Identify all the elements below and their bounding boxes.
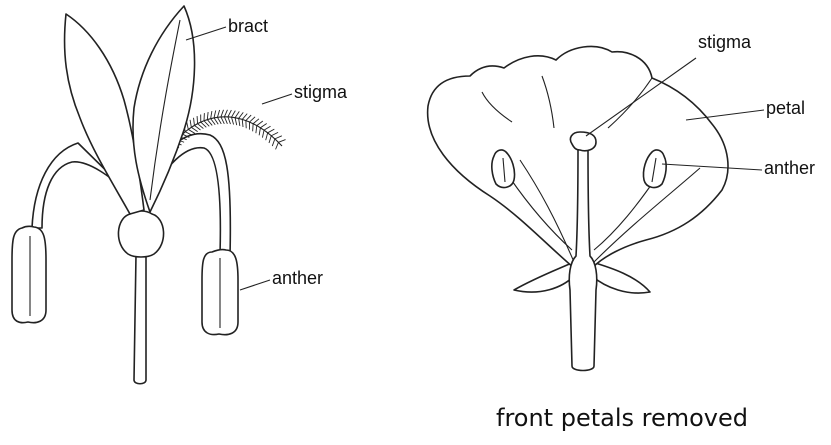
anther-label-line-left: [240, 280, 270, 290]
stigma-bristle: [239, 112, 244, 118]
stigma-bristle: [253, 119, 259, 124]
bract-label: bract: [228, 16, 268, 36]
stigma-bristle: [257, 121, 263, 126]
stigma-bristle: [276, 142, 279, 149]
stigma-bristle: [224, 117, 227, 124]
stigma-bristle: [207, 112, 208, 120]
stigma-bristle: [278, 140, 285, 143]
stigma-bristle: [268, 129, 275, 133]
stigma-bristle: [221, 117, 224, 124]
stigma-bristle: [217, 117, 221, 124]
stigma-bristle: [188, 129, 195, 133]
stigma-bristle: [194, 118, 195, 126]
anther-label-left: anther: [272, 268, 323, 288]
right-anther: [202, 250, 238, 335]
stigma-bristle: [235, 118, 237, 125]
caption: front petals removed: [496, 404, 748, 432]
stigma-bristle: [217, 110, 219, 117]
stigma-bristle: [242, 119, 243, 127]
stigma-bristle: [256, 126, 257, 134]
anther-label-right: anther: [764, 158, 815, 178]
stigma-bristle: [249, 117, 255, 122]
stigma-label-left: stigma: [294, 82, 348, 102]
stigma-bristle: [224, 110, 227, 117]
stalk: [134, 255, 146, 384]
stigma-bristle: [262, 130, 264, 137]
stigma-bristle: [264, 126, 271, 130]
stigma-label-right: stigma: [698, 32, 752, 52]
wind-pollinated-flower: bract stigma anther: [12, 6, 348, 384]
stigma-bristle: [235, 111, 239, 117]
stigma-knob: [570, 132, 596, 151]
petal-label: petal: [766, 98, 805, 118]
stigma-bristle: [228, 110, 231, 117]
stigma-bristle: [246, 115, 251, 120]
stigma-bristle: [239, 118, 240, 126]
stigma-bristle: [211, 111, 212, 119]
stigma-bristle: [194, 125, 200, 130]
left-bract: [65, 14, 144, 214]
stigma-bristle: [271, 132, 278, 135]
stigma-bristle: [231, 117, 233, 124]
stigma-bristle: [187, 122, 189, 129]
stigma-bristle: [260, 124, 266, 128]
stigma-bristle: [272, 139, 275, 146]
stigma-bristle: [190, 120, 191, 128]
insect-pollinated-flower: stigma petal anther front petals removed: [428, 32, 815, 432]
left-anther: [12, 226, 46, 322]
stigma-bristle: [259, 128, 260, 136]
stigma-bristle: [214, 110, 216, 117]
stigma-bristle: [231, 111, 235, 118]
stigma-bristle: [269, 136, 271, 143]
ovary: [118, 211, 163, 257]
stigma-bristle: [228, 117, 231, 124]
stigma-bristle: [198, 124, 204, 129]
stigma-bristle: [266, 133, 268, 140]
left-sepal: [514, 262, 574, 292]
stigma-bristle: [242, 114, 247, 120]
stigma-label-line-left: [262, 94, 292, 104]
stigma-bristle: [275, 136, 282, 139]
stigma-bristle: [221, 110, 224, 117]
stigma-bristle: [191, 127, 197, 131]
right-sepal: [592, 262, 650, 293]
